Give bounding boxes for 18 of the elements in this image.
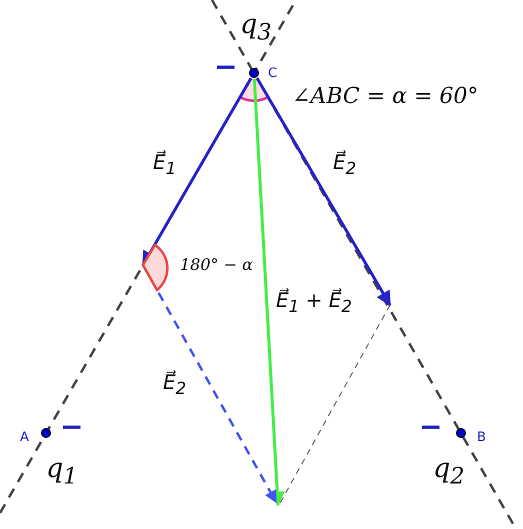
point-label: B [477, 431, 486, 444]
angle-label: ∠ABC = α = 60° [292, 86, 478, 108]
edge-label: E⃗$_{1}$ + E⃗$_{2}$ [276, 290, 352, 316]
point-label: C [268, 67, 278, 80]
charge-sign: − [419, 413, 442, 441]
vector-arrow [256, 77, 392, 306]
charge-label: q$_{3}$ [240, 11, 272, 44]
edge-label: E⃗$_{2}$ [333, 152, 356, 178]
edge-label: E⃗$_{1}$ [153, 152, 176, 178]
edge-label: E⃗$_{2}$ [163, 372, 186, 398]
vector-arrow [252, 78, 285, 506]
angle-label: 180° − α [180, 257, 253, 273]
charge-sign: − [60, 413, 84, 441]
point-label: A [20, 431, 29, 444]
charge-label: q$_{1}$ [46, 455, 78, 488]
vector-arrow [142, 77, 252, 266]
charge-sign: − [214, 53, 238, 81]
charge-label: q$_{2}$ [433, 455, 465, 488]
